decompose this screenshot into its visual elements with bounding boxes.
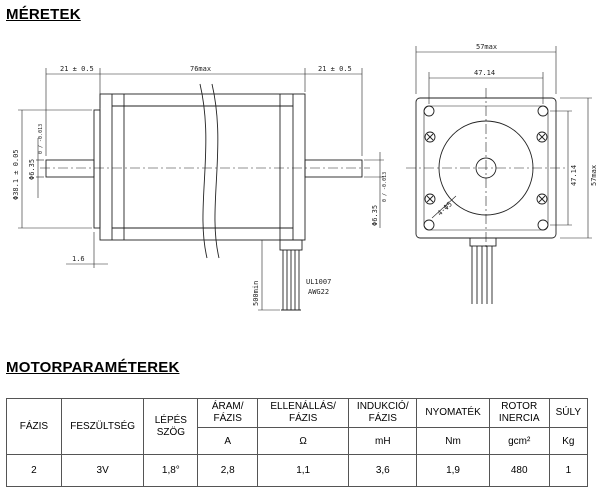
dim-shaft-tol-left: 0 / -0.013 [38, 124, 44, 154]
table-units-row: A Ω mH Nm gcm² Kg [7, 427, 589, 455]
header-cell: INDUKCIÓ/FÁZIS [348, 398, 418, 428]
unit-cell: A [197, 427, 259, 455]
dim-rear-shaft: 21 ± 0.5 [318, 65, 352, 73]
dim-boss-diameter: Φ38.1 ± 0.05 [12, 149, 20, 200]
value-cell: 3,6 [348, 454, 418, 487]
dim-flange-width: 57max [476, 43, 497, 51]
value-cell: 1,9 [416, 454, 490, 487]
value-cell: 2 [6, 454, 62, 487]
break-line-2 [211, 83, 220, 259]
wire-spec-2: AWG22 [308, 288, 329, 296]
motor-dimension-drawing: 21 ± 0.5 76max 21 ± 0.5 57max 47.14 47.1… [12, 43, 598, 311]
dim-front-shaft: 21 ± 0.5 [60, 65, 94, 73]
unit-cell: gcm² [488, 427, 550, 455]
header-cell: ÁRAM/FÁZIS [197, 398, 259, 428]
parameters-heading: MOTORPARAMÉTEREK [6, 359, 180, 376]
value-cell: 480 [488, 454, 550, 487]
dim-flange-height: 57max [590, 165, 598, 186]
motor-body-outline [99, 93, 306, 241]
header-cell: FESZÜLTSÉG [60, 398, 145, 455]
break-line-1 [199, 83, 208, 259]
value-cell: 1,8° [143, 454, 199, 487]
dimensions-heading: MÉRETEK [6, 6, 81, 23]
header-cell: FÁZIS [6, 398, 62, 455]
header-cell: SÚLY [548, 398, 589, 428]
wire-spec-1: UL1007 [306, 278, 331, 286]
dim-body-length: 76max [190, 65, 211, 73]
dim-boss-depth: 1.6 [72, 255, 85, 263]
front-view [406, 88, 566, 304]
value-cell: 1,1 [257, 454, 350, 487]
front-boss-outline [93, 109, 101, 229]
dim-hole-spacing-h: 47.14 [474, 69, 495, 77]
header-cell: ELLENÁLLÁS/FÁZIS [257, 398, 350, 428]
unit-cell: Nm [416, 427, 490, 455]
dim-shaft-diameter-right: Φ6.35 [371, 205, 379, 226]
header-cell: NYOMATÉK [416, 398, 490, 428]
unit-cell: Kg [548, 427, 589, 455]
mounting-holes [423, 105, 549, 231]
dim-hole: 4-Φ5 [436, 200, 454, 217]
dim-lead-length: 500min [252, 281, 260, 306]
value-cell: 3V [60, 454, 145, 487]
table-values-row: 2 3V 1,8° 2,8 1,1 3,6 1,9 480 1 [6, 454, 589, 487]
unit-cell: Ω [257, 427, 350, 455]
front-shaft-outline [45, 159, 95, 178]
rear-shaft-outline [304, 159, 363, 178]
dim-shaft-diameter-left: Φ6.35 [28, 159, 36, 180]
dim-hole-spacing-v: 47.14 [570, 165, 578, 186]
lead-wires [279, 239, 303, 311]
value-cell: 2,8 [197, 454, 259, 487]
unit-cell: mH [348, 427, 418, 455]
screw-heads [424, 131, 548, 205]
value-cell: 1 [548, 454, 589, 487]
dim-shaft-tol-right: 0 / -0.013 [382, 172, 388, 202]
